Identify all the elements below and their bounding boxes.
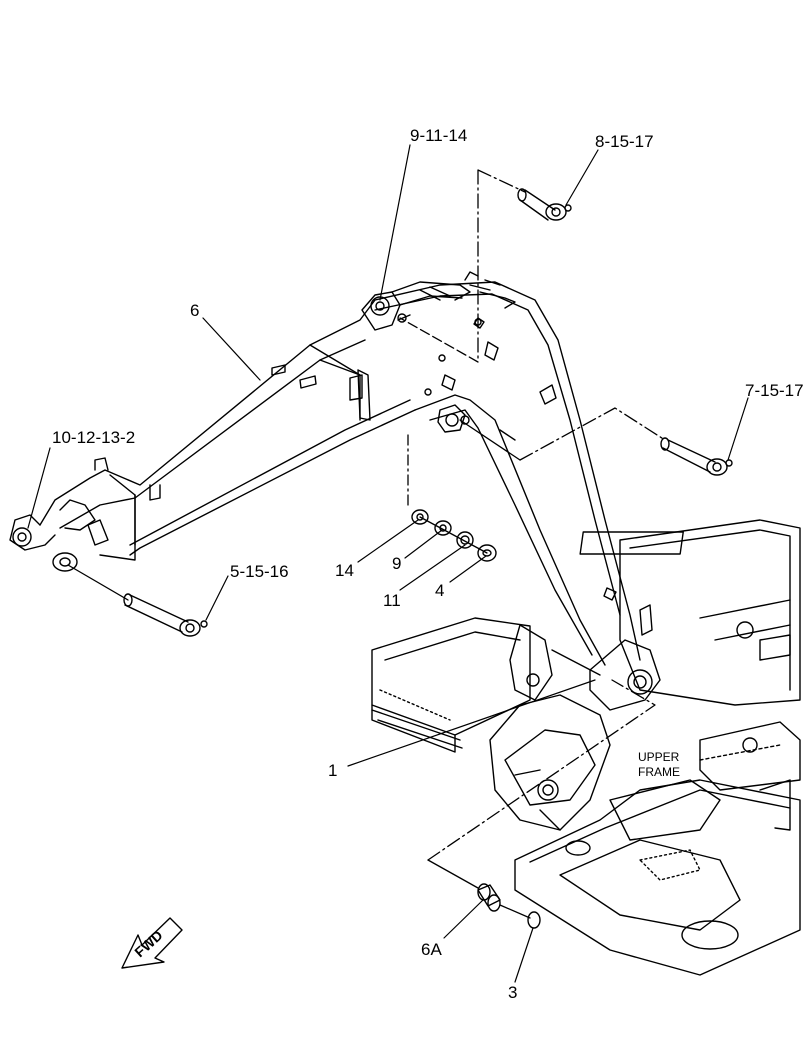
- leader-lines: [27, 144, 749, 983]
- callout-10-12-13-2: 10-12-13-2: [52, 428, 135, 447]
- pin-7: [660, 437, 733, 476]
- upper-frame-label-line1: UPPER: [638, 750, 680, 764]
- callout-11: 11: [383, 591, 401, 610]
- callout-9: 9: [392, 554, 401, 573]
- callout-labels: 9-11-14 8-15-17 6 7-15-17 10-12-13-2 5-1…: [52, 126, 804, 1002]
- callout-9-11-14: 9-11-14: [410, 126, 467, 145]
- callout-6a: 6A: [421, 940, 442, 959]
- pin-5: [123, 593, 208, 637]
- callout-8-15-17: 8-15-17: [595, 132, 654, 151]
- callout-3: 3: [508, 983, 517, 1002]
- callout-7-15-17: 7-15-17: [745, 381, 804, 400]
- callout-4: 4: [435, 581, 444, 600]
- fwd-label: FWD: [131, 927, 165, 960]
- washer-stick-nose: [52, 552, 78, 572]
- callout-5-15-16: 5-15-16: [230, 562, 289, 581]
- callout-1: 1: [328, 761, 337, 780]
- pin-8: [517, 188, 572, 221]
- bushing-6a: [477, 883, 501, 912]
- upper-frame-label-line2: FRAME: [638, 765, 680, 779]
- stick-drawing: [9, 271, 516, 561]
- boom-drawing: [357, 281, 661, 711]
- ring-3: [527, 911, 541, 929]
- assembly-lines: [67, 169, 666, 919]
- callout-6: 6: [190, 301, 199, 320]
- callout-14: 14: [335, 561, 354, 580]
- washer-stack: [411, 509, 497, 562]
- fwd-arrow-icon: [121, 917, 183, 969]
